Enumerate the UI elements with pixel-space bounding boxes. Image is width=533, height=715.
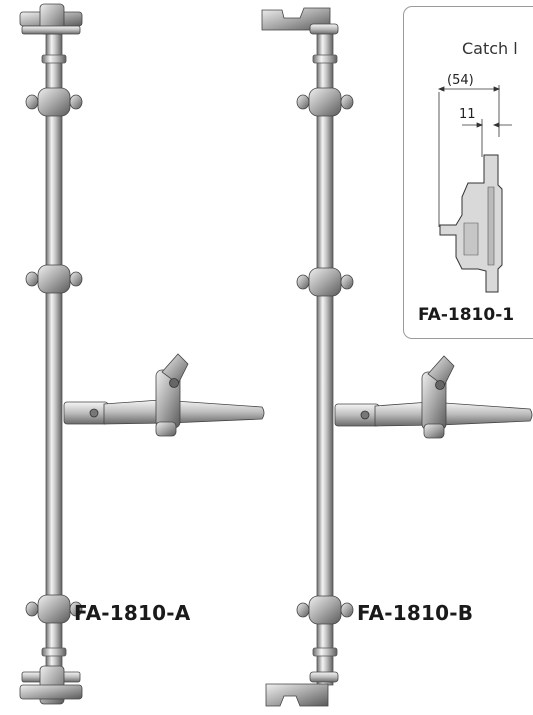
guide-bracket-b: [296, 87, 354, 117]
rod-a: [45, 29, 63, 686]
top-cam-a: [19, 3, 83, 35]
top-keeper-b: [261, 7, 339, 35]
rod-a-collar: [41, 647, 67, 657]
dimension-overall: (54): [447, 73, 474, 88]
handle-a: [63, 353, 265, 437]
guide-bracket-a: [25, 87, 83, 117]
guide-bracket-a: [25, 264, 83, 294]
callout-model-label: FA-1810-1: [418, 305, 515, 325]
lock-rod-a: [19, 3, 265, 705]
rod-a-collar: [41, 54, 67, 64]
guide-bracket-a: [25, 594, 83, 624]
dimension-offset: 11: [459, 107, 476, 122]
handle-b: [334, 355, 533, 439]
guide-bracket-b: [296, 595, 354, 625]
lock-rod-b: [261, 7, 533, 707]
catch-detail-callout: Catch l (54) 11 FA-1810-1: [403, 6, 533, 339]
catch-technical-drawing: [437, 85, 512, 293]
rod-b-collar: [312, 54, 338, 64]
model-label-a: FA-1810-A: [74, 601, 191, 625]
rod-b-collar: [312, 647, 338, 657]
model-label-b: FA-1810-B: [357, 601, 474, 625]
guide-bracket-b: [296, 267, 354, 297]
callout-title: Catch l: [462, 39, 518, 58]
bottom-keeper-b: [265, 671, 339, 707]
bottom-cam-a: [19, 665, 83, 705]
rod-b: [316, 29, 334, 686]
